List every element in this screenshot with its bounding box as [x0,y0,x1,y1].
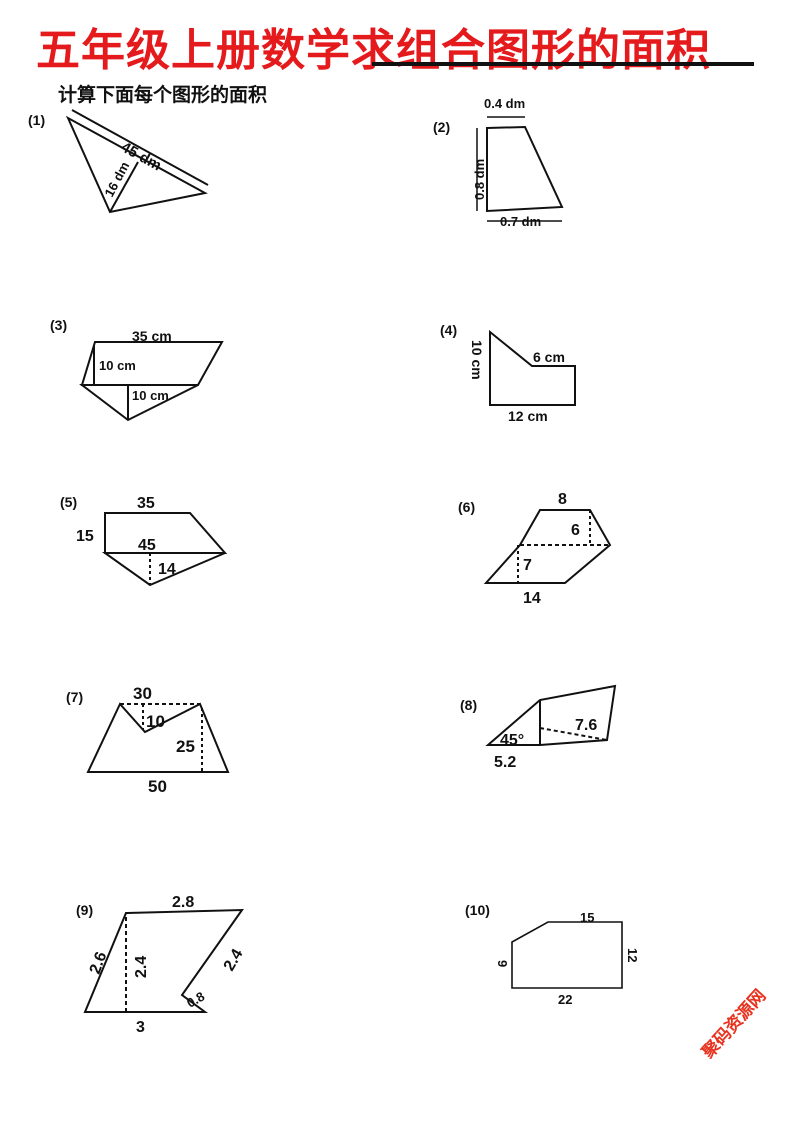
triangle-shape [101,552,226,587]
figure-number: (10) [465,902,490,918]
dimension-label: 14 [158,561,176,578]
dimension-label: 2.8 [172,894,194,911]
composite-shape [489,329,576,406]
height-line [109,161,139,213]
dimension-label: 22 [558,992,572,1007]
dimension-label: 10 [146,712,165,731]
trapezoid-shape [486,125,564,213]
dimension-label: 2.4 [221,946,247,974]
figure-number: (9) [76,902,93,918]
dimension-label: 45 [138,537,156,554]
title-underline [372,62,754,66]
dimension-label: 6 cm [533,349,565,365]
dimension-label: 12 cm [508,408,548,424]
figure-1: (1) 45 dm 16 dm [28,109,209,214]
dimension-label: 3 [136,1019,145,1036]
dimension-label: 2.6 [87,950,111,977]
figure-8: (8) 45° 5.2 7.6 [460,684,617,771]
dimension-label: 30 [133,684,152,703]
dimension-label: 45° [500,732,524,749]
figure-9: (9) 2.8 2.6 2.4 2.4 0.8 3 [76,894,247,1036]
dimension-label: 15 [580,910,594,925]
dimension-line [71,109,209,186]
dimension-label: 50 [148,777,167,796]
pentagon-shape [104,512,228,554]
dimension-label: 9 [495,960,510,967]
figure-3: (3) 35 cm 10 cm 10 cm [50,317,224,422]
dimension-label: 6 [571,522,580,539]
instruction: 计算下面每个图形的面积 [58,84,268,106]
composite-shape [83,908,244,1013]
figure-10: (10) 15 12 9 22 [465,902,640,1007]
figure-number: (8) [460,697,477,713]
dimension-label: 2.4 [133,956,150,978]
dimension-label: 12 [625,948,640,962]
figure-5: (5) 35 15 45 14 [60,494,228,587]
dimension-label: 0.8 [184,989,207,1011]
dimension-label: 10 cm [469,340,485,380]
dimension-label: 10 cm [99,358,136,373]
composite-shape [485,684,617,746]
figure-number: (2) [433,119,450,135]
dimension-label: 5.2 [494,754,516,771]
figure-4: (4) 10 cm 6 cm 12 cm [440,322,576,424]
figure-number: (3) [50,317,67,333]
dimension-label: 14 [523,590,541,607]
dimension-label: 10 cm [132,388,169,403]
figure-2: (2) 0.4 dm 0.8 dm 0.7 dm [433,96,564,229]
figure-6: (6) 8 6 7 14 [458,491,612,607]
figure-number: (4) [440,322,457,338]
dimension-label: 0.7 dm [500,214,541,229]
dimension-label: 25 [176,737,195,756]
dimension-label: 8 [558,491,567,508]
figure-number: (1) [28,112,45,128]
composite-shape [483,509,612,584]
triangle-shape [79,384,199,422]
composite-shape [511,921,623,989]
figure-7: (7) 30 10 25 50 [66,684,230,796]
dimension-label: 0.8 dm [472,159,487,200]
figure-number: (5) [60,494,77,510]
page-title: 五年级上册数学求组合图形的面积 [36,25,711,76]
dimension-label: 15 [76,528,94,545]
dimension-label: 0.4 dm [484,96,525,111]
figure-number: (7) [66,689,83,705]
dimension-label: 35 [137,495,155,512]
dimension-label: 7.6 [575,717,597,734]
composite-shape [86,702,230,773]
dimension-label: 7 [523,557,532,574]
dimension-label: 35 cm [132,328,172,344]
triangle-shape [65,115,208,214]
figure-number: (6) [458,499,475,515]
